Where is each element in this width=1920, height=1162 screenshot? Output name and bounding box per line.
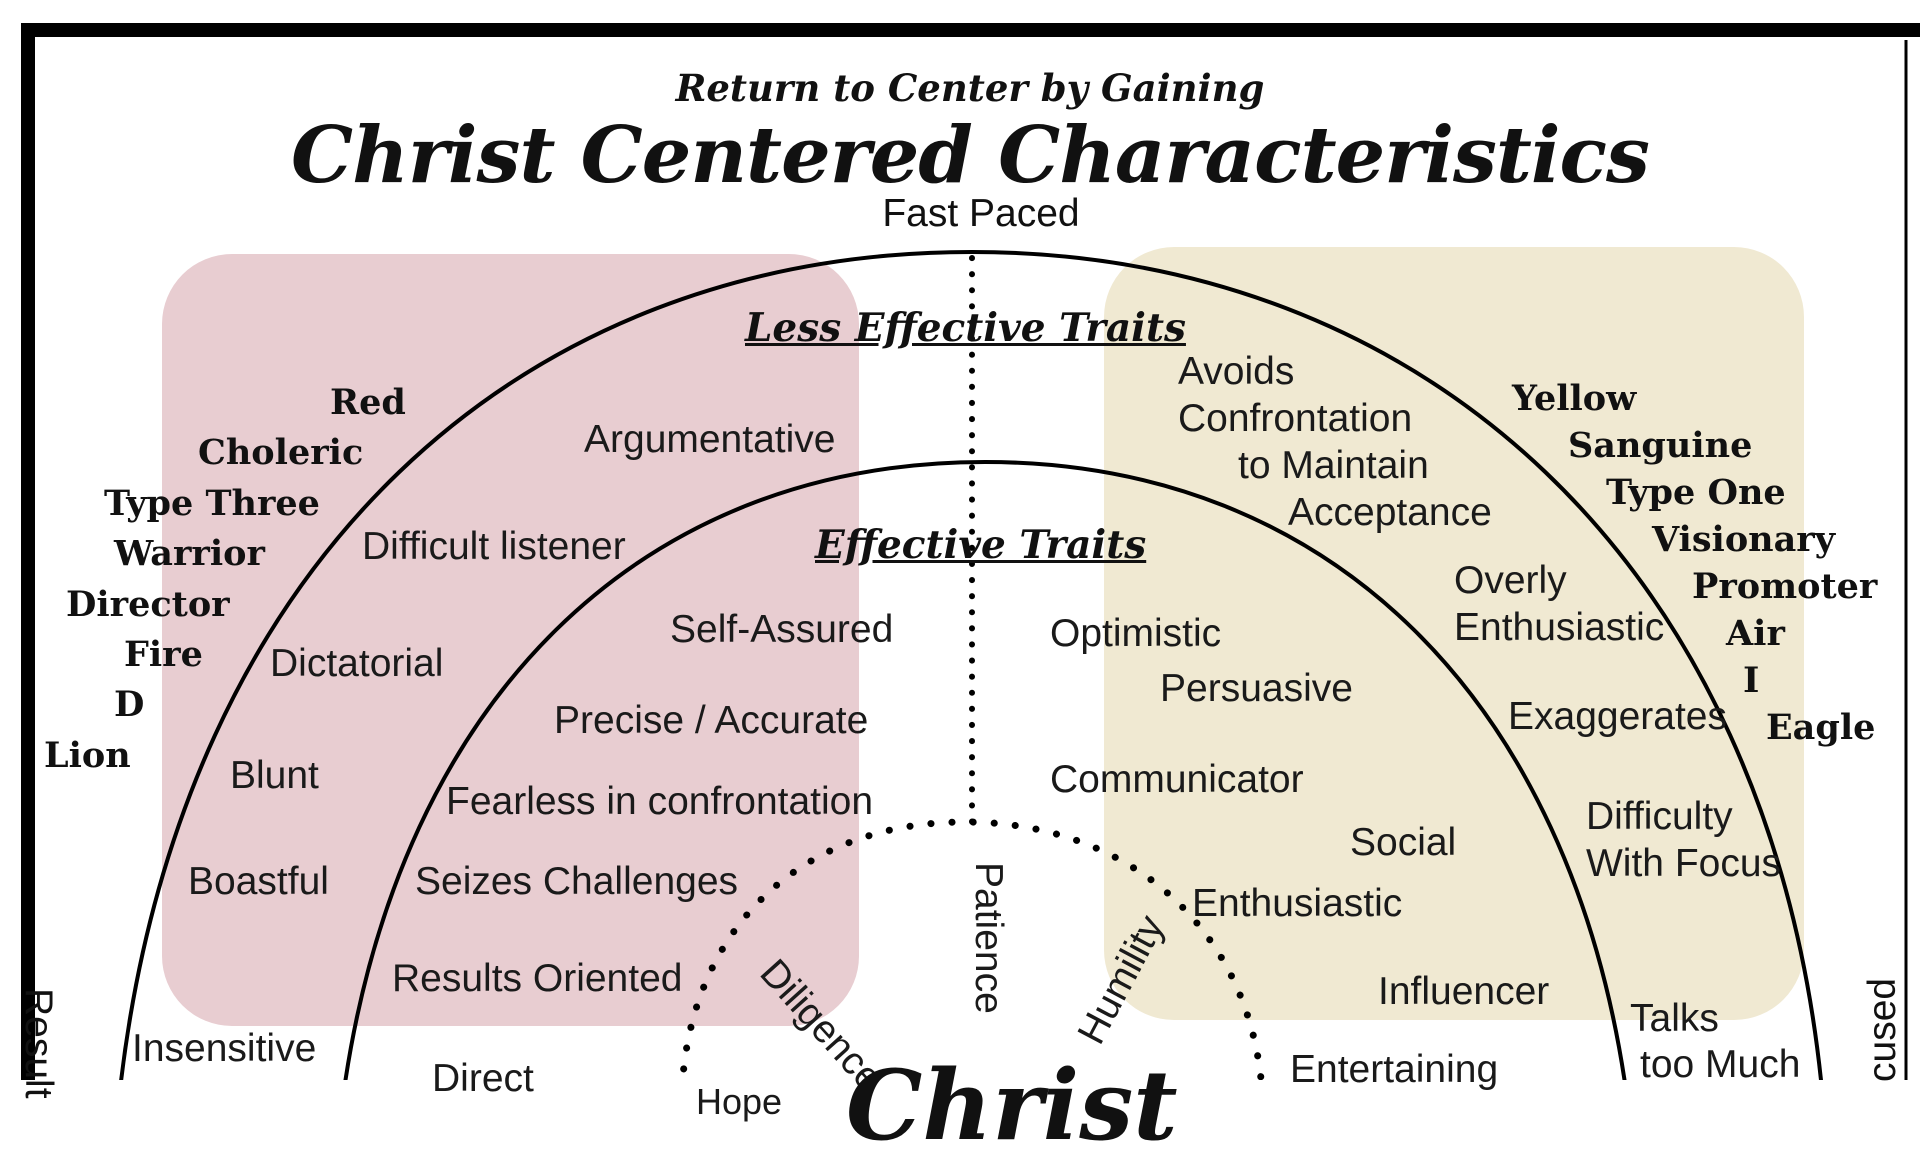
trait-influencer: Influencer	[1378, 970, 1550, 1013]
trait-avoids-line-1: Avoids	[1178, 350, 1295, 393]
trait-overly-line-2: Enthusiastic	[1454, 606, 1665, 649]
trait-argumentative: Argumentative	[584, 418, 836, 461]
trait-enthusiastic: Enthusiastic	[1192, 882, 1403, 925]
trait-communicator: Communicator	[1050, 758, 1304, 801]
virtue-patience: Patience	[967, 862, 1010, 1014]
yellow-profile-i: I	[1743, 660, 1760, 701]
axis-label-left: Result	[17, 988, 60, 1099]
trait-social: Social	[1350, 821, 1457, 864]
yellow-profile-eagle: Eagle	[1766, 707, 1876, 748]
yellow-profile-sanguine: Sanguine	[1568, 425, 1753, 466]
trait-talks-line-2: too Much	[1640, 1043, 1801, 1086]
red-profile-d: D	[114, 684, 145, 725]
trait-exaggerates: Exaggerates	[1508, 695, 1727, 738]
trait-talks-line-1: Talks	[1630, 997, 1719, 1040]
page-title: Christ Centered Characteristics	[291, 110, 1650, 201]
trait-avoids-line-4: Acceptance	[1288, 491, 1492, 534]
red-profile-red: Red	[330, 382, 406, 423]
trait-persuasive: Persuasive	[1160, 667, 1353, 710]
inner-arc	[343, 459, 1627, 1080]
yellow-profile-air: Air	[1726, 613, 1785, 654]
yellow-profile-promoter: Promoter	[1692, 566, 1878, 607]
trait-difficult-listener: Difficult listener	[362, 525, 626, 568]
red-profile-warrior: Warrior	[114, 533, 265, 574]
trait-results-oriented: Results Oriented	[392, 957, 683, 1000]
red-profile-type-three: Type Three	[104, 483, 320, 524]
trait-insensitive: Insensitive	[132, 1027, 317, 1070]
virtue-hope: Hope	[696, 1081, 783, 1122]
center-dotted-circle	[679, 818, 1265, 1080]
heading-less-effective: Less Effective Traits	[745, 305, 1186, 351]
trait-self-assured: Self-Assured	[670, 608, 894, 651]
trait-difficulty-line-2: With Focus	[1586, 842, 1782, 885]
subtitle: Return to Center by Gaining	[675, 66, 1265, 110]
trait-precise-accurate: Precise / Accurate	[554, 699, 869, 742]
trait-dictatorial: Dictatorial	[270, 642, 444, 685]
yellow-profile-yellow: Yellow	[1512, 378, 1637, 419]
outer-arc	[119, 249, 1823, 1080]
trait-boastful: Boastful	[188, 860, 329, 903]
red-zone	[162, 254, 859, 1026]
trait-direct: Direct	[432, 1057, 534, 1100]
trait-optimistic: Optimistic	[1050, 612, 1222, 655]
diagram-canvas: Return to Center by Gaining Christ Cente…	[17, 23, 1920, 1154]
trait-avoids-line-3: to Maintain	[1238, 444, 1429, 487]
diagram-graphics	[21, 23, 1920, 1080]
axis-label-right: cused	[1861, 977, 1904, 1082]
red-profile-lion: Lion	[44, 735, 131, 776]
trait-entertaining: Entertaining	[1290, 1048, 1499, 1091]
heading-effective: Effective Traits	[815, 522, 1147, 568]
trait-blunt: Blunt	[230, 754, 319, 797]
trait-seizes-challenges: Seizes Challenges	[415, 860, 739, 903]
yellow-profile-type-one: Type One	[1606, 472, 1786, 513]
red-profile-director: Director	[66, 584, 230, 625]
frame-border	[21, 23, 1920, 1080]
trait-difficulty-line-1: Difficulty	[1586, 795, 1733, 838]
center-word: Christ	[846, 1049, 1178, 1162]
yellow-profile-visionary: Visionary	[1652, 519, 1836, 560]
yellow-zone	[1104, 247, 1804, 1020]
red-profile-choleric: Choleric	[198, 432, 364, 473]
trait-fearless: Fearless in confrontation	[446, 780, 874, 823]
red-profile-fire: Fire	[124, 634, 203, 675]
trait-avoids-line-2: Confrontation	[1178, 397, 1413, 440]
axis-label-fast-paced: Fast Paced	[882, 192, 1080, 235]
trait-overly-line-1: Overly	[1454, 559, 1567, 602]
